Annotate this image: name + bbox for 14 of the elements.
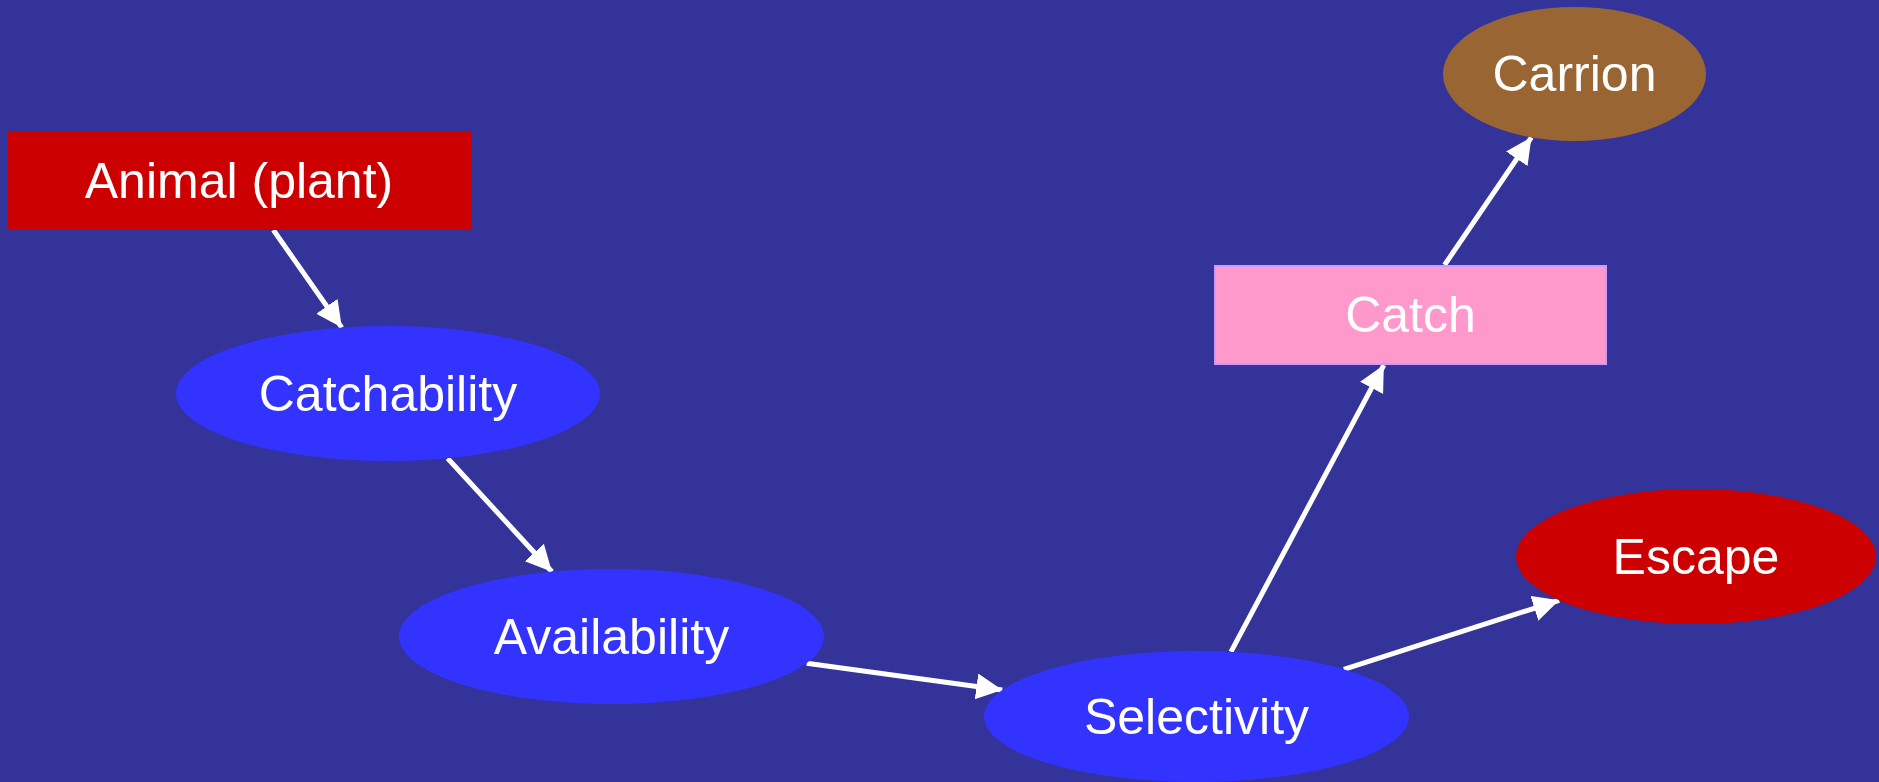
node-label: Carrion — [1492, 49, 1657, 99]
arrow — [445, 456, 554, 574]
node-label: Animal (plant) — [84, 156, 394, 206]
node-label: Availability — [493, 611, 730, 662]
node-label: Selectivity — [1083, 691, 1310, 742]
process-box — [7, 132, 471, 230]
node-label: Escape — [1612, 531, 1780, 582]
arrow — [1442, 135, 1534, 267]
arrow — [806, 660, 1003, 700]
node-label: Catchability — [258, 368, 518, 419]
arrow — [1343, 595, 1560, 672]
node-label: Catch — [1345, 290, 1476, 340]
outcome-box — [1214, 265, 1607, 365]
arrow — [1228, 363, 1387, 654]
